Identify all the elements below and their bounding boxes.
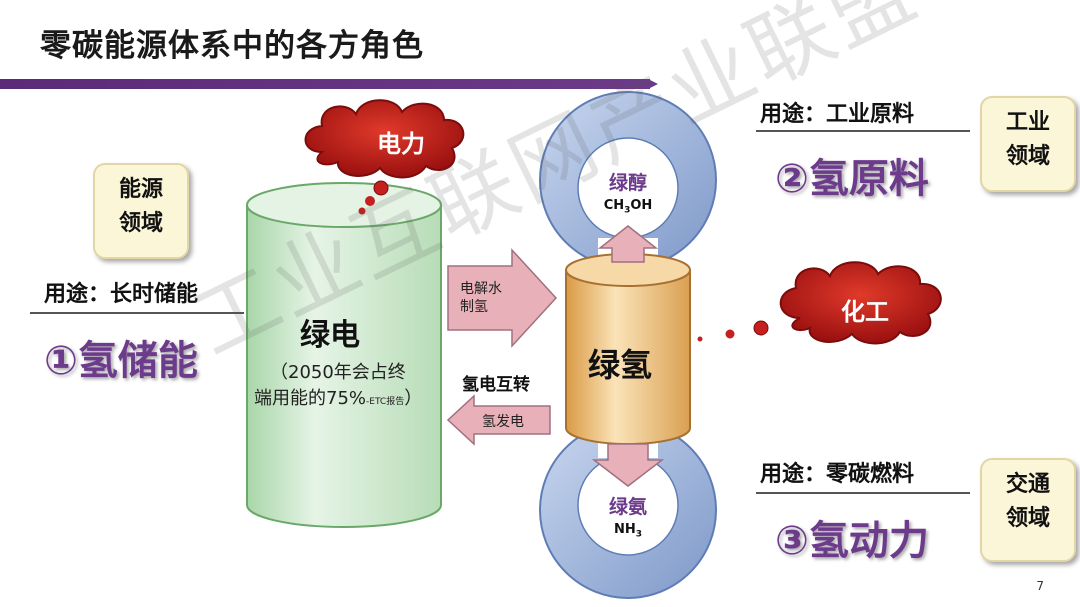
green-power-cylinder	[246, 182, 442, 528]
green-power-note-end: ）	[404, 388, 423, 409]
green-power-note-main: 端用能的75%	[254, 388, 367, 409]
arrow-to-ammonia	[591, 443, 665, 487]
power-cloud-label: 电力	[377, 130, 425, 158]
electrolysis-label-line2: 制氢	[460, 299, 488, 315]
electrolysis-label-line1: 电解水	[460, 281, 502, 297]
green-power-note-line2: 端用能的75%-ETC报告）	[254, 384, 422, 410]
industry-domain-box: 工业 领域	[980, 96, 1076, 192]
industry-use-label: 用途：工业原料	[760, 102, 915, 127]
industry-domain-line2: 领域	[1005, 144, 1050, 169]
hydrogen-storage-role: ①氢储能	[44, 338, 198, 384]
page-title: 零碳能源体系中的各方角色	[40, 28, 424, 64]
industry-divider	[756, 130, 970, 132]
hydrogen-feedstock-role: ②氢原料	[775, 156, 929, 202]
energy-domain-box: 能源 领域	[93, 163, 189, 259]
methanol-formula: CH3OH	[593, 198, 663, 216]
title-underline-bar-tip	[648, 79, 658, 89]
transport-domain-line1: 交通	[1005, 472, 1050, 497]
ammonia-formula-sub: 3	[635, 529, 643, 540]
energy-domain-line1: 能源	[118, 177, 163, 202]
fuel-cell-arrow	[446, 394, 551, 446]
methanol-cycle-ring	[539, 91, 717, 278]
fuel-cell-label: 氢发电	[482, 414, 524, 430]
electrolysis-label: 电解水 制氢	[460, 280, 502, 316]
ammonia-name: 绿氨	[608, 496, 647, 518]
industry-domain-line1: 工业	[1005, 110, 1050, 135]
electrolysis-arrow	[447, 248, 558, 348]
chemical-cloud-label: 化工	[841, 298, 889, 326]
energy-divider	[30, 312, 244, 314]
energy-use-label: 用途：长时储能	[44, 282, 199, 307]
green-power-note-source: -ETC报告	[366, 397, 405, 407]
conversion-label: 氢电互转	[462, 375, 530, 395]
hydrogen-power-role: ③氢动力	[775, 518, 929, 564]
methanol-formula-sub: 3	[624, 205, 631, 216]
green-hydrogen-title: 绿氢	[588, 346, 653, 384]
ammonia-formula-main: NH	[613, 522, 636, 537]
green-power-title: 绿电	[300, 318, 360, 353]
energy-domain-line2: 领域	[118, 211, 163, 236]
chemical-cloud	[697, 261, 942, 345]
power-cloud	[304, 99, 465, 215]
title-underline-bar	[0, 79, 650, 89]
methanol-formula-end: OH	[630, 198, 653, 213]
transport-use-label: 用途：零碳燃料	[760, 462, 915, 487]
methanol-formula-main: CH	[603, 198, 625, 213]
green-power-note-line1: （2050年会占终	[270, 362, 406, 383]
transport-domain-box: 交通 领域	[980, 458, 1076, 562]
transport-domain-line2: 领域	[1005, 506, 1050, 531]
methanol-name: 绿醇	[608, 172, 647, 194]
page-number: 7	[1036, 579, 1044, 593]
transport-divider	[756, 492, 970, 494]
arrow-to-methanol	[597, 225, 659, 263]
ammonia-formula: NH3	[598, 522, 658, 540]
